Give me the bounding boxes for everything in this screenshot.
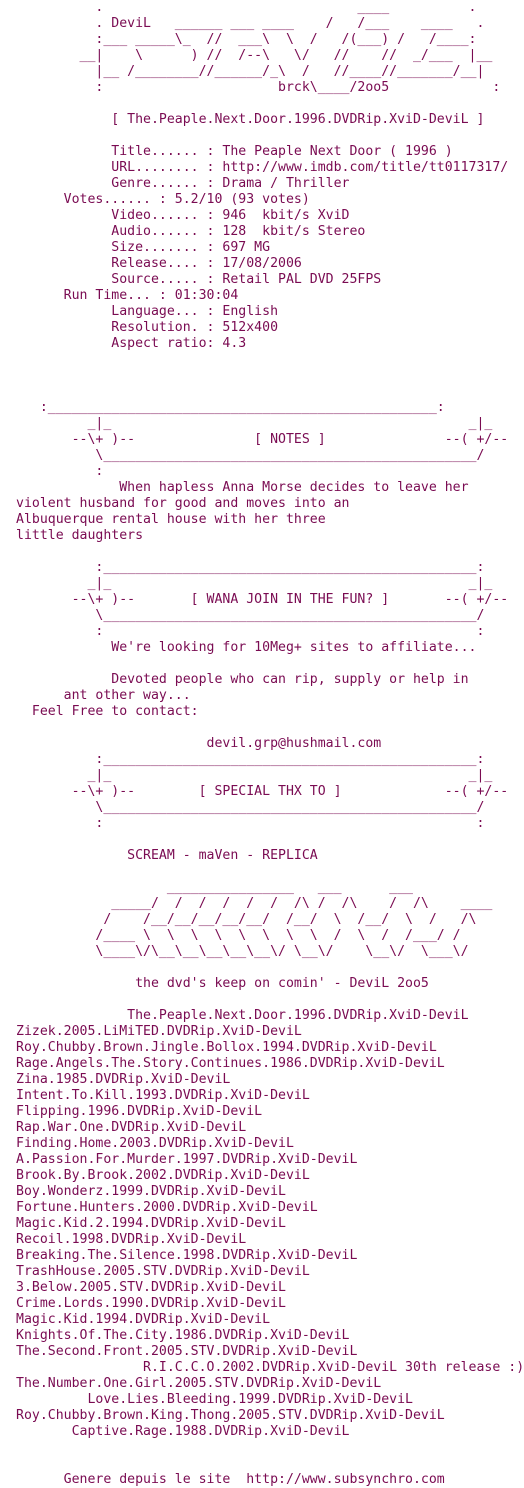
nfo-line: . ____ . [16, 0, 477, 15]
nfo-line: __| \ ) // /--\ \/ // // _/___ |__ [16, 48, 493, 63]
nfo-line: [ The.Peaple.Next.Door.1996.DVDRip.XviD-… [16, 112, 485, 127]
nfo-line: \_______________________________________… [16, 608, 485, 623]
nfo-line: The.Number.One.Girl.2005.STV.DVDRip.XviD… [16, 1376, 382, 1391]
nfo-line: Votes...... : 5.2/10 (93 votes) [16, 192, 310, 207]
nfo-text: . ____ . . DeviL ______ ___ ____ / /___ … [16, 0, 524, 1487]
nfo-line: violent husband for good and moves into … [16, 496, 350, 511]
nfo-line: A.Passion.For.Murder.1997.DVDRip.XviD-De… [16, 1152, 358, 1167]
nfo-line: : [16, 464, 104, 479]
nfo-line: URL........ : http://www.imdb.com/title/… [16, 160, 509, 175]
nfo-line [16, 544, 512, 560]
nfo-line: The.Second.Front.2005.STV.DVDRip.XviD-De… [16, 1344, 358, 1359]
nfo-line: |__ /________//______/_\ / //____//_____… [16, 64, 485, 79]
nfo-line: Genre...... : Drama / Thriller [16, 176, 350, 191]
nfo-line: TrashHouse.2005.STV.DVDRip.XviD-DeviL [16, 1264, 310, 1279]
nfo-line: Finding.Home.2003.DVDRip.XviD-DeviL [16, 1136, 294, 1151]
nfo-line: :_______________________________________… [16, 560, 485, 575]
nfo-line: Crime.Lords.1990.DVDRip.XviD-DeviL [16, 1296, 286, 1311]
nfo-line: Magic.Kid.2.1994.DVDRip.XviD-DeviL [16, 1216, 286, 1231]
nfo-line: _|_ _|_ [16, 576, 493, 591]
nfo-line [16, 368, 512, 384]
nfo-line: _|_ _|_ [16, 768, 493, 783]
nfo-line [16, 352, 512, 368]
nfo-line: _____/ / / / / / /\ / /\ / /\ ____ [16, 896, 493, 911]
nfo-line: Release.... : 17/08/2006 [16, 256, 302, 271]
nfo-line: Breaking.The.Silence.1998.DVDRip.XviD-De… [16, 1248, 358, 1263]
nfo-line [16, 960, 512, 976]
nfo-line: Source..... : Retail PAL DVD 25FPS [16, 272, 382, 287]
nfo-line [16, 1456, 512, 1472]
nfo-line: :_______________________________________… [16, 400, 445, 415]
nfo-line: : : [16, 816, 485, 831]
nfo-line: Video...... : 946 kbit/s XviD [16, 208, 350, 223]
nfo-line: --\+ )-- [ WANA JOIN IN THE FUN? ] --( +… [16, 592, 509, 607]
nfo-line [16, 1440, 512, 1456]
nfo-line: Run Time... : 01:30:04 [16, 288, 239, 303]
nfo-line: Roy.Chubby.Brown.King.Thong.2005.STV.DVD… [16, 1408, 445, 1423]
nfo-line: / /__/__/__/__/__/ /__/ \ /__/ \ / /\ [16, 912, 477, 927]
nfo-line: Language... : English [16, 304, 279, 319]
nfo-line: We're looking for 10Meg+ sites to affili… [16, 640, 477, 655]
nfo-line: \____\/\__\__\__\__\__\/ \__\/ \__\/ \__… [16, 944, 469, 959]
nfo-line: SCREAM - maVen - REPLICA [16, 848, 318, 863]
nfo-line: Knights.Of.The.City.1986.DVDRip.XviD-Dev… [16, 1328, 350, 1343]
nfo-line: Roy.Chubby.Brown.Jingle.Bollox.1994.DVDR… [16, 1040, 437, 1055]
nfo-line: Size....... : 697 MG [16, 240, 271, 255]
nfo-line: devil.grp@hushmail.com [16, 736, 382, 751]
nfo-line [16, 96, 512, 112]
nfo-line: : : [16, 624, 485, 639]
nfo-line: little daughters [16, 528, 144, 543]
nfo-line: R.I.C.C.O.2002.DVDRip.XviD-DeviL 30th re… [16, 1360, 524, 1375]
nfo-line: --\+ )-- [ SPECIAL THX TO ] --( +/-- [16, 784, 509, 799]
nfo-line: Intent.To.Kill.1993.DVDRip.XviD-DeviL [16, 1088, 310, 1103]
nfo-line: Captive.Rage.1988.DVDRip.XviD-DeviL [16, 1424, 350, 1439]
nfo-line: Audio...... : 128 kbit/s Stereo [16, 224, 366, 239]
nfo-line [16, 720, 512, 736]
nfo-line: _|_ _|_ [16, 416, 493, 431]
nfo-line: \_______________________________________… [16, 448, 485, 463]
nfo-line: When hapless Anna Morse decides to leave… [16, 480, 469, 495]
nfo-line: Fortune.Hunters.2000.DVDRip.XviD-DeviL [16, 1200, 318, 1215]
nfo-line [16, 384, 512, 400]
nfo-line: : brck\____/2oo5 : [16, 80, 501, 95]
nfo-line: :_______________________________________… [16, 752, 485, 767]
nfo-line: Albuquerque rental house with her three [16, 512, 326, 527]
nfo-line [16, 992, 512, 1008]
nfo-line: \_______________________________________… [16, 800, 485, 815]
nfo-line: Flipping.1996.DVDRip.XviD-DeviL [16, 1104, 263, 1119]
nfo-line: Resolution. : 512x400 [16, 320, 279, 335]
nfo-line: /____ \ \ \ \ \ \ \ \ / \ / /___/ / [16, 928, 461, 943]
nfo-line: :___ _____\_ // ___\ \ / /(___) / /____: [16, 32, 477, 47]
nfo-line: Zizek.2005.LiMiTED.DVDRip.XviD-DeviL [16, 1024, 302, 1039]
nfo-line [16, 832, 512, 848]
nfo-line [16, 864, 512, 880]
nfo-line [16, 656, 512, 672]
nfo-line: Title...... : The Peaple Next Door ( 199… [16, 144, 453, 159]
nfo-line: Brook.By.Brook.2002.DVDRip.XviD-DeviL [16, 1168, 310, 1183]
nfo-line: Boy.Wonderz.1999.DVDRip.XviD-DeviL [16, 1184, 286, 1199]
nfo-line: Devoted people who can rip, supply or he… [16, 672, 469, 687]
nfo-line: ________________ ___ ___ [16, 880, 413, 895]
nfo-line [16, 128, 512, 144]
nfo-line: Recoil.1998.DVDRip.XviD-DeviL [16, 1232, 247, 1247]
nfo-line: Zina.1985.DVDRip.XviD-DeviL [16, 1072, 231, 1087]
nfo-line: Magic.Kid.1994.DVDRip.XviD-DeviL [16, 1312, 271, 1327]
nfo-line: ant other way... [16, 688, 191, 703]
nfo-line: the dvd's keep on comin' - DeviL 2oo5 [16, 976, 429, 991]
nfo-line: The.Peaple.Next.Door.1996.DVDRip.XviD-De… [16, 1008, 469, 1023]
nfo-line: 3.Below.2005.STV.DVDRip.XviD-DeviL [16, 1280, 286, 1295]
nfo-line: Rage.Angels.The.Story.Continues.1986.DVD… [16, 1056, 445, 1071]
nfo-line: Aspect ratio: 4.3 [16, 336, 247, 351]
nfo-line: . DeviL ______ ___ ____ / /___ ____ . [16, 16, 485, 31]
nfo-line: Love.Lies.Bleeding.1999.DVDRip.XviD-Devi… [16, 1392, 413, 1407]
nfo-line: Feel Free to contact: [16, 704, 199, 719]
nfo-line: Rap.War.One.DVDRip.XviD-DeviL [16, 1120, 247, 1135]
nfo-line: Genere depuis le site http://www.subsync… [16, 1472, 445, 1487]
nfo-line: --\+ )-- [ NOTES ] --( +/-- [16, 432, 509, 447]
